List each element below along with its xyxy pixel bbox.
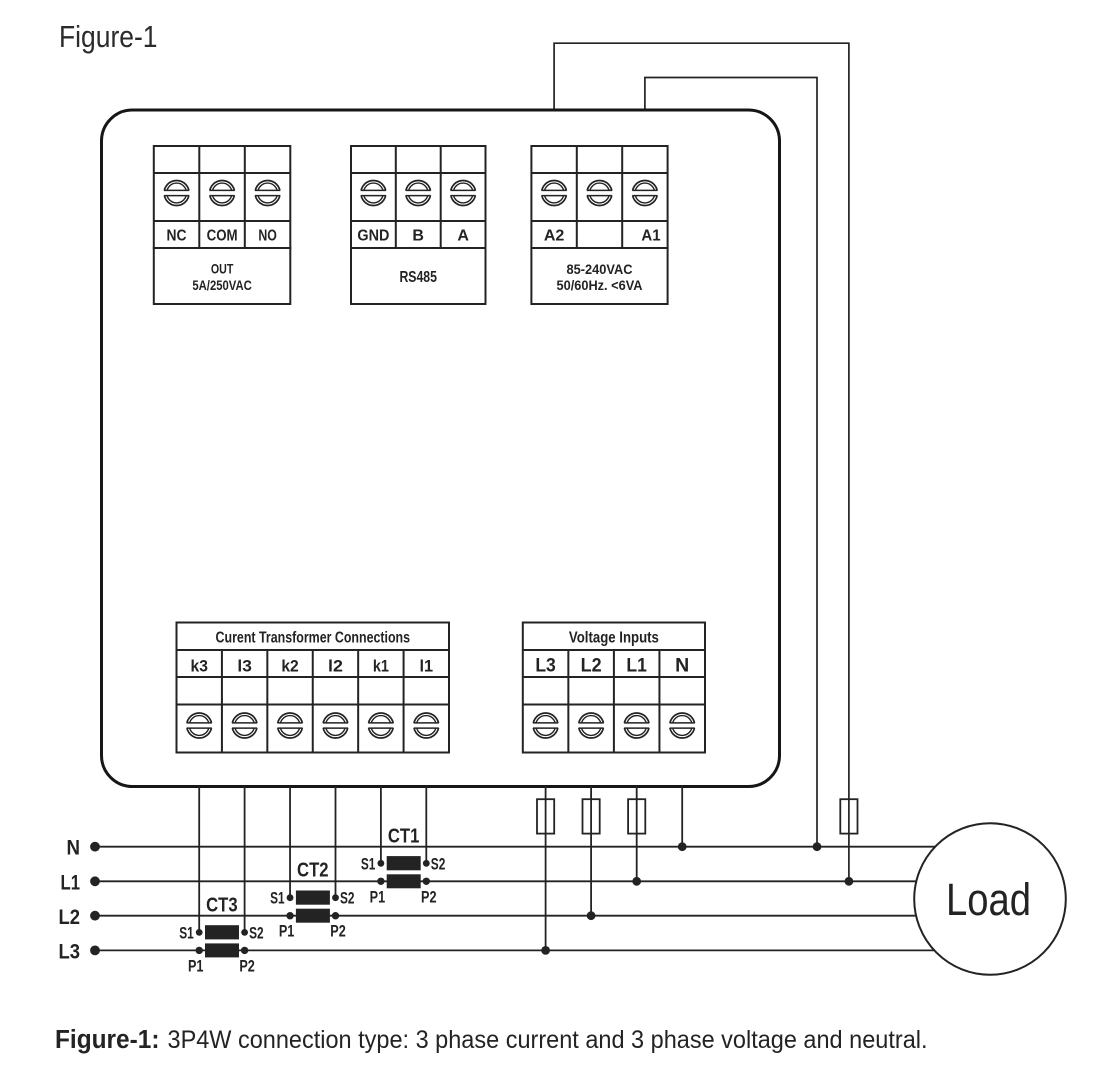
svg-text:S2: S2 [431, 854, 446, 873]
svg-text:GND: GND [357, 228, 389, 245]
svg-text:NC: NC [167, 228, 187, 245]
svg-text:A: A [457, 228, 469, 245]
svg-text:3P4W connection type: 3 phase: 3P4W connection type: 3 phase current an… [168, 1026, 928, 1054]
svg-text:l2: l2 [328, 656, 343, 675]
svg-text:S1: S1 [179, 923, 194, 942]
svg-text:P2: P2 [239, 956, 255, 975]
svg-text:P1: P1 [279, 922, 295, 941]
svg-text:B: B [412, 228, 424, 245]
svg-text:A2: A2 [544, 228, 565, 245]
svg-text:S2: S2 [340, 889, 355, 908]
svg-text:P2: P2 [330, 922, 346, 941]
svg-text:L2: L2 [581, 654, 602, 676]
svg-text:k1: k1 [373, 656, 389, 675]
svg-text:L1: L1 [626, 654, 647, 676]
svg-text:k3: k3 [191, 656, 208, 675]
svg-text:l1: l1 [419, 656, 433, 675]
svg-text:S1: S1 [361, 854, 376, 873]
svg-text:Load: Load [946, 874, 1031, 925]
svg-text:COM: COM [207, 228, 238, 245]
svg-text:L3: L3 [59, 940, 81, 963]
svg-text:A1: A1 [641, 228, 660, 245]
svg-text:Voltage Inputs: Voltage Inputs [569, 629, 659, 646]
svg-text:CT2: CT2 [297, 860, 329, 882]
svg-text:k2: k2 [281, 656, 298, 675]
svg-text:RS485: RS485 [399, 269, 437, 286]
svg-text:N: N [67, 837, 81, 860]
svg-text:L3: L3 [535, 654, 556, 676]
svg-text:Curent Transformer Connections: Curent Transformer Connections [216, 629, 411, 646]
svg-text:Figure-1: Figure-1 [59, 20, 158, 54]
svg-text:L1: L1 [61, 872, 81, 895]
svg-text:NO: NO [258, 228, 277, 245]
svg-text:50/60Hz. <6VA: 50/60Hz. <6VA [557, 278, 643, 293]
svg-text:Figure-1:: Figure-1: [55, 1026, 160, 1054]
svg-text:P2: P2 [421, 887, 437, 906]
svg-text:85-240VAC: 85-240VAC [567, 262, 633, 277]
svg-text:S1: S1 [270, 889, 285, 908]
svg-text:5A/250VAC: 5A/250VAC [192, 278, 252, 293]
svg-text:P1: P1 [188, 956, 204, 975]
svg-text:l3: l3 [237, 656, 251, 675]
svg-text:S2: S2 [249, 923, 264, 942]
svg-text:L2: L2 [59, 906, 81, 929]
svg-text:P1: P1 [370, 887, 386, 906]
svg-text:N: N [675, 654, 689, 676]
svg-text:CT1: CT1 [388, 825, 420, 847]
svg-text:CT3: CT3 [206, 894, 238, 916]
svg-text:OUT: OUT [211, 262, 234, 277]
